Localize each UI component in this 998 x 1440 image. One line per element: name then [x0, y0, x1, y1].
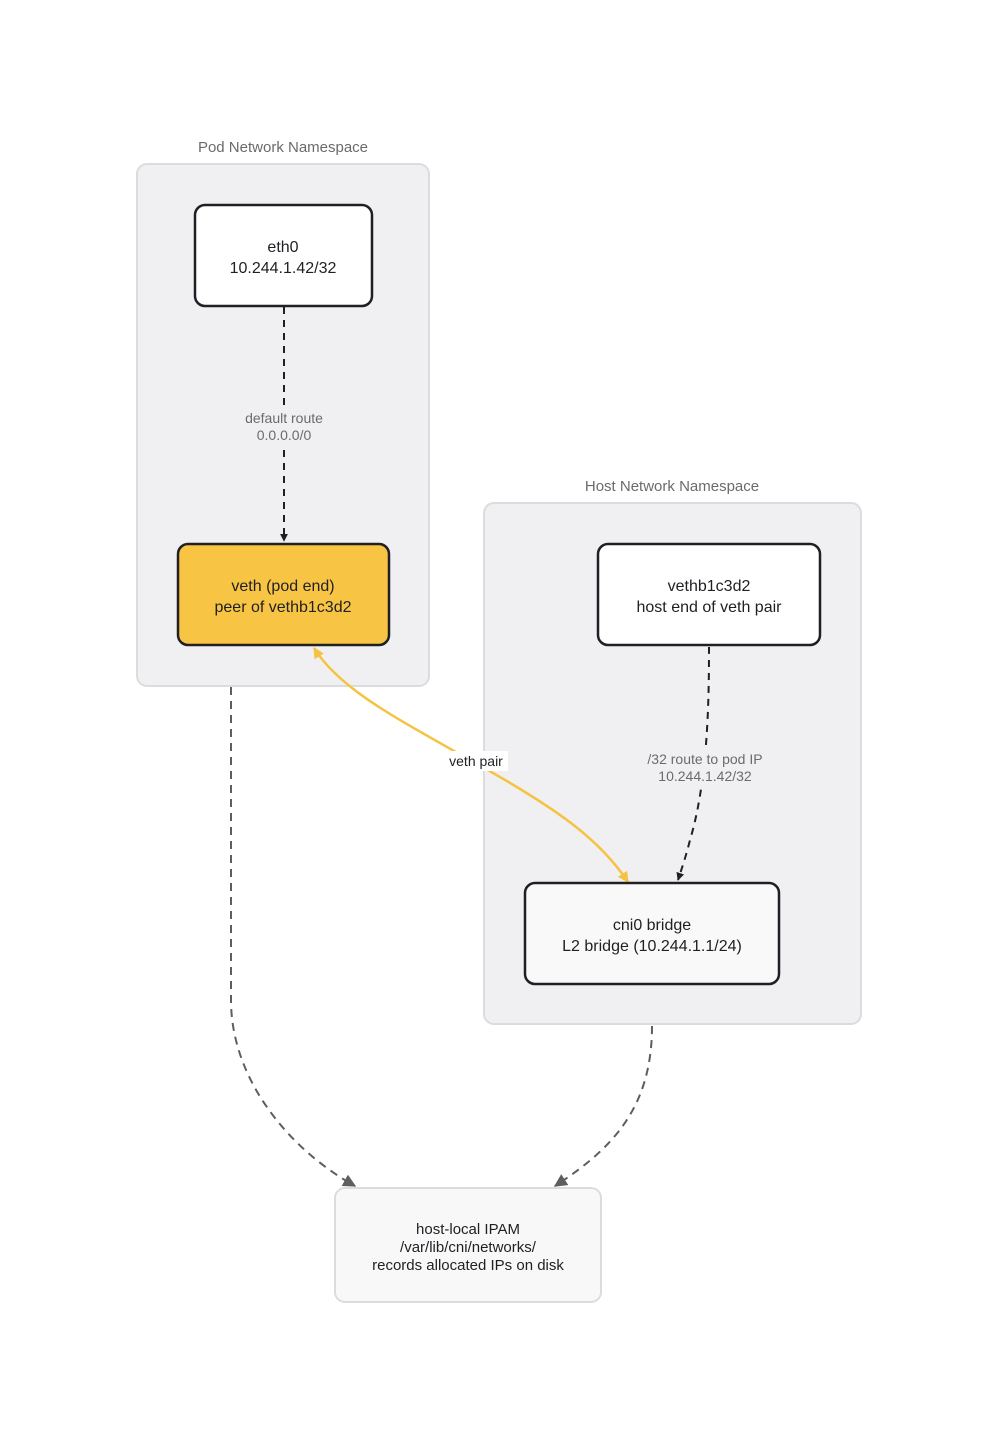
- veth-host-end-node-box: [596, 542, 822, 647]
- cni0-bridge-node-desc: L2 bridge (10.244.1.1/24): [562, 938, 742, 955]
- veth-host-end-node: vethb1c3d2 host end of veth pair: [596, 542, 822, 647]
- ipam-node-box: [334, 1187, 602, 1303]
- veth-pod-end-node-desc: peer of vethb1c3d2: [215, 599, 352, 616]
- cni0-bridge-node: cni0 bridge L2 bridge (10.244.1.1/24): [523, 881, 781, 986]
- veth-pair-label-bg: [444, 751, 508, 771]
- ipam-node: host-local IPAM /var/lib/cni/networks/ r…: [334, 1187, 602, 1303]
- default-route-label-line2: 0.0.0.0/0: [257, 427, 312, 443]
- veth-pod-end-node-name: veth (pod end): [231, 578, 334, 595]
- veth-pod-end-node-box: [176, 542, 391, 647]
- host-route-label-line1: /32 route to pod IP: [647, 751, 762, 767]
- eth0-node-box: [193, 203, 374, 308]
- veth-pod-end-node: veth (pod end) peer of vethb1c3d2: [176, 542, 391, 647]
- host-route-label-line2: 10.244.1.42/32: [658, 768, 752, 784]
- host-route-edge: [676, 646, 710, 881]
- default-route-label-bg: [236, 407, 332, 445]
- ipam-node-desc: records allocated IPs on disk: [372, 1257, 564, 1274]
- eth0-node-name: eth0: [267, 239, 298, 256]
- veth-host-end-node-name: vethb1c3d2: [668, 578, 751, 595]
- cni0-bridge-node-box: [523, 881, 781, 986]
- ipam-node-path: /var/lib/cni/networks/: [400, 1239, 537, 1256]
- pod-namespace-to-ipam-edge: [230, 687, 357, 1187]
- host-namespace-label: Host Network Namespace: [585, 478, 759, 495]
- eth0-node: eth0 10.244.1.42/32: [193, 203, 374, 308]
- veth-host-end-node-desc: host end of veth pair: [637, 599, 783, 616]
- host-namespace-to-ipam-edge: [553, 1025, 653, 1187]
- veth-pair-label: veth pair: [449, 753, 503, 769]
- pod-namespace-label: Pod Network Namespace: [198, 139, 368, 156]
- default-route-label-line1: default route: [245, 410, 323, 426]
- eth0-node-ip: 10.244.1.42/32: [230, 260, 337, 277]
- ipam-node-name: host-local IPAM: [416, 1221, 520, 1238]
- cni0-bridge-node-name: cni0 bridge: [613, 917, 691, 934]
- host-route-label-bg: [640, 750, 770, 788]
